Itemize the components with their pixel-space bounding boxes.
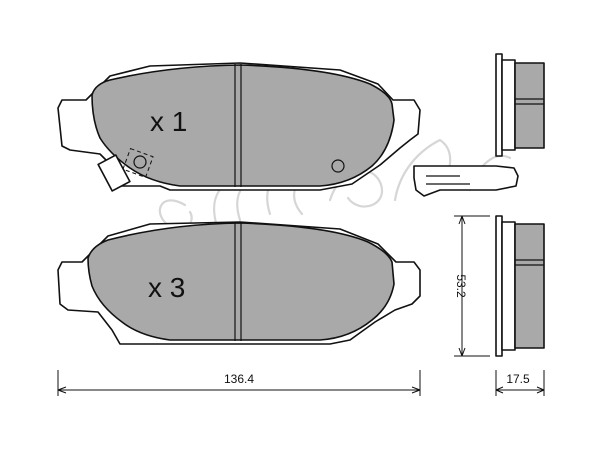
dimension-thickness: 17.5 (495, 370, 545, 396)
dimension-width-value: 136.4 (224, 372, 254, 386)
pad-top-side-view (413, 53, 545, 197)
pad-bottom-front-view: x 3 (57, 221, 421, 345)
pad-top-hole (331, 159, 345, 173)
pad-bottom-side-view (495, 215, 545, 357)
quantity-bottom-pad: x 3 (148, 272, 185, 303)
quantity-top-pad: x 1 (150, 106, 187, 137)
dimension-thickness-value: 17.5 (506, 372, 530, 386)
wear-sensor-clip (97, 147, 154, 192)
pad-top-front-view: x 1 (57, 62, 421, 192)
dimension-height: 53.2 (454, 215, 490, 357)
pad-top-friction-material (91, 64, 395, 187)
dimension-height-value: 53.2 (454, 274, 468, 298)
wear-sensor-tab (413, 165, 519, 197)
dimension-width: 136.4 (57, 370, 421, 396)
